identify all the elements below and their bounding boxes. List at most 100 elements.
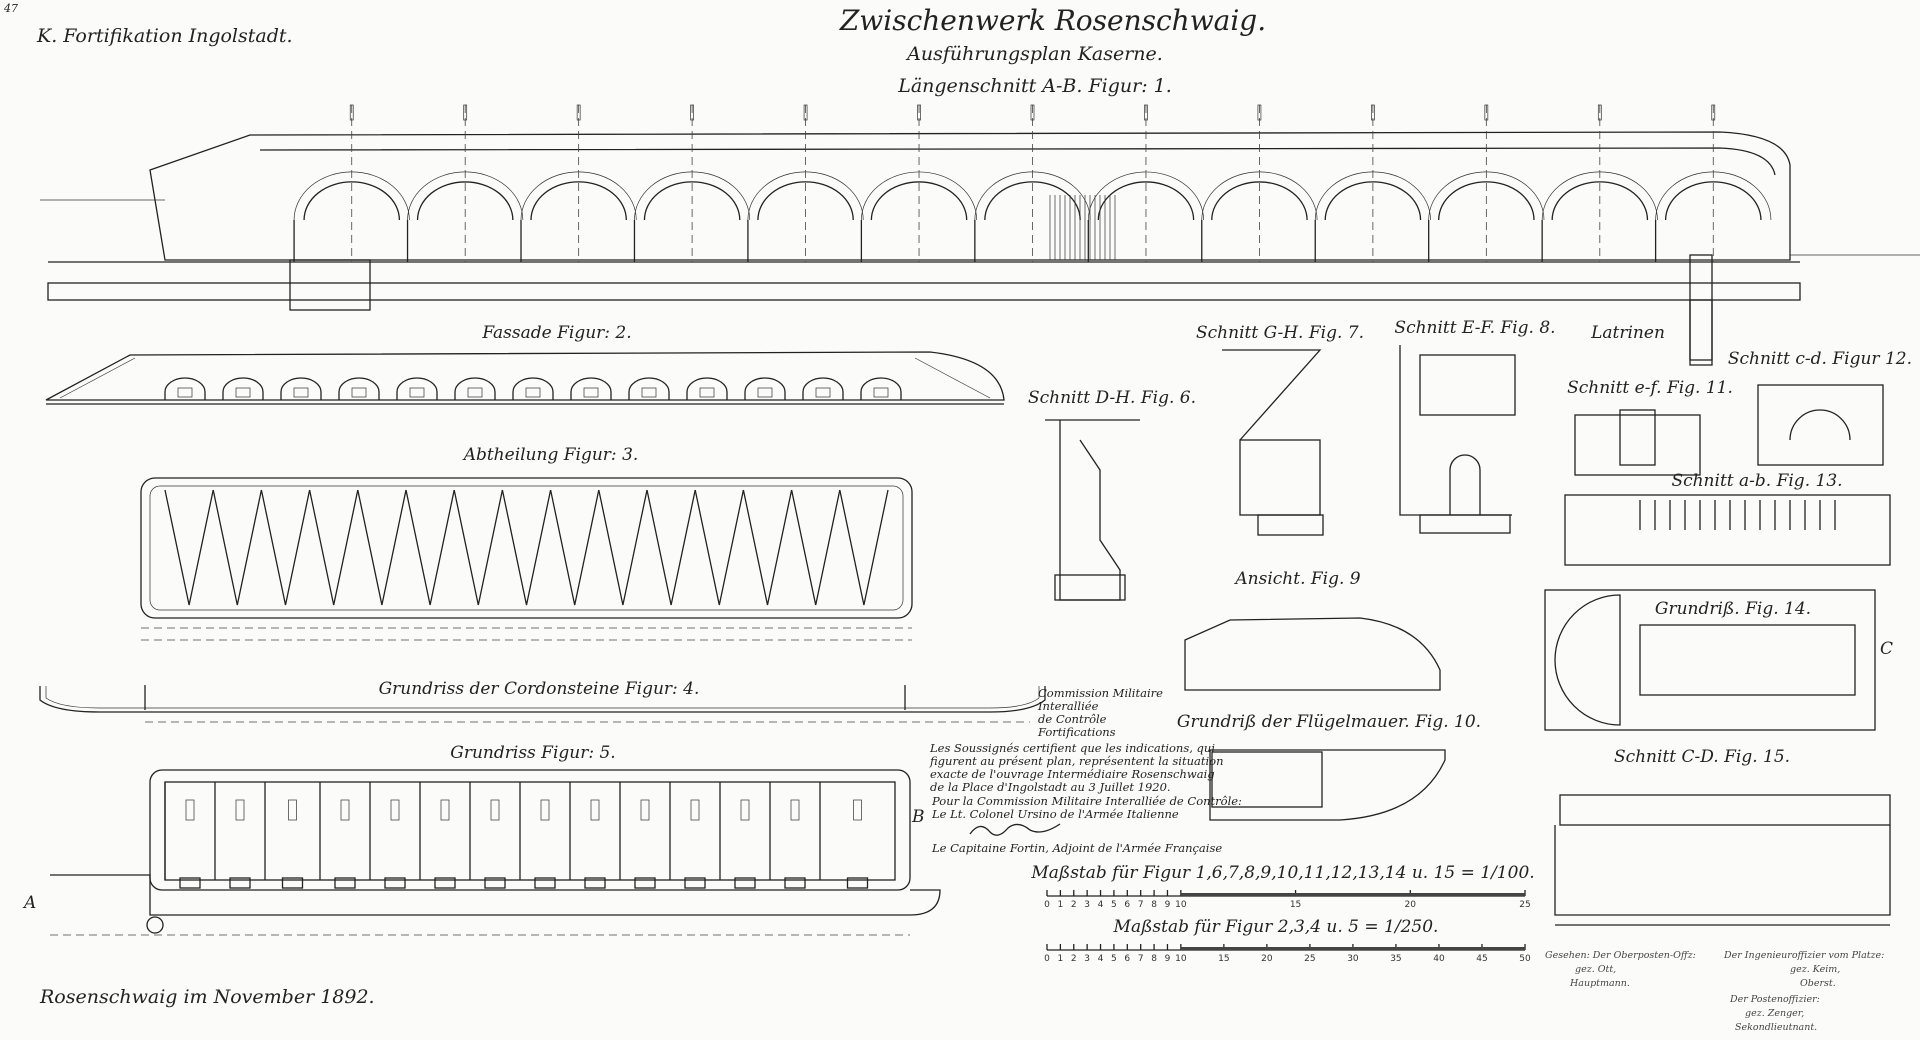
- room-door: [784, 877, 806, 889]
- scale2-label: Maßstab für Figur 2,3,4 u. 5 = 1/250.: [1113, 917, 1439, 937]
- fig4-cordon-stones-plan: [39, 685, 1046, 723]
- vault-arch: [416, 181, 514, 221]
- room-door: [229, 877, 251, 889]
- scale-tick-label: 9: [1165, 954, 1171, 964]
- facade-window: [873, 387, 889, 398]
- room-door: [534, 877, 556, 889]
- vault-triangle: [308, 489, 359, 606]
- scale-tick-label: 25: [1304, 954, 1315, 964]
- scale-tick-label: 2: [1071, 954, 1077, 964]
- page-number: 47: [3, 2, 18, 15]
- facade-window: [641, 387, 657, 398]
- scale-tick-label: 5: [1111, 954, 1117, 964]
- certification-note: Les Soussignés certifient que les indica…: [929, 741, 1242, 855]
- facade-window: [177, 387, 193, 398]
- compartment-outline: [140, 477, 913, 619]
- fig9-elevation: [1184, 617, 1441, 691]
- vent-pipe: [1144, 104, 1148, 121]
- earth-cover: [149, 131, 1791, 261]
- room-window: [340, 799, 350, 821]
- vent-pipe: [1711, 104, 1716, 121]
- place-date: Rosenschwaig im November 1892.: [39, 986, 375, 1008]
- vault-triangle: [260, 489, 311, 606]
- scale-tick-label: 20: [1405, 900, 1417, 910]
- scale-tick-label: 3: [1084, 900, 1090, 910]
- facade-arch: [396, 377, 438, 400]
- scale-tick-label: 40: [1433, 954, 1445, 964]
- facade-window: [757, 387, 773, 398]
- room-door: [484, 877, 506, 889]
- scale-tick-label: 25: [1519, 900, 1530, 910]
- fig7-footing: [1257, 514, 1324, 536]
- vault-arch: [643, 181, 741, 221]
- fig10-title: Grundriß der Flügelmauer. Fig. 10.: [1177, 712, 1481, 732]
- fig14-outline: [1544, 589, 1876, 731]
- steps: [914, 357, 991, 399]
- facade-arch: [222, 377, 264, 400]
- fig11-section: [1574, 414, 1701, 476]
- scale-tick-label: 4: [1098, 954, 1104, 964]
- fig9-title: Ansicht. Fig. 9: [1233, 569, 1360, 589]
- fig15-section: [1554, 825, 1891, 916]
- signature-line: Sekondlieutnant.: [1735, 1022, 1817, 1033]
- scale-tick-label: 5: [1111, 900, 1117, 910]
- facade-window: [467, 387, 483, 398]
- vault-triangle: [742, 489, 793, 606]
- fig8-footing: [1419, 514, 1511, 534]
- fig8-vault: [1419, 354, 1516, 416]
- certification-line: exacte de l'ouvrage Intermédiaire Rosens…: [930, 767, 1215, 781]
- cordon-outline: [39, 686, 1046, 713]
- vent-pipe: [349, 104, 354, 121]
- signature-line: Hauptmann.: [1569, 978, 1630, 989]
- facade-arch: [744, 377, 786, 400]
- room-door: [684, 877, 706, 889]
- vent-pipe: [463, 104, 468, 121]
- office-label: K. Fortifikation Ingolstadt.: [36, 25, 293, 47]
- fig2-title: Fassade Figur: 2.: [481, 323, 631, 343]
- plan-interior: [164, 781, 896, 881]
- room-door: [846, 877, 869, 889]
- vault-triangle: [646, 489, 696, 606]
- facade-arch: [628, 377, 670, 400]
- fig1-longitudinal-section: [40, 104, 1920, 366]
- scale-tick-label: 7: [1138, 954, 1144, 964]
- scale-tick-label: 10: [1175, 900, 1187, 910]
- facade-window: [293, 387, 309, 398]
- vent-pipe: [917, 104, 921, 121]
- room-window: [235, 799, 245, 821]
- scale-tick-label: 7: [1138, 900, 1144, 910]
- vault-arch: [1551, 181, 1649, 221]
- scale-tick-label: 0: [1044, 954, 1050, 964]
- facade-window: [409, 387, 425, 398]
- signature-line: Der Postenoffizier:: [1729, 994, 1820, 1005]
- cistern: [146, 916, 164, 934]
- vault-arch: [1438, 181, 1535, 221]
- vault-triangle: [694, 489, 745, 606]
- facade-window: [525, 387, 541, 398]
- plan-outer-wall: [149, 769, 911, 891]
- scale-tick-label: 30: [1347, 954, 1359, 964]
- vault-triangle: [357, 489, 407, 606]
- scale-tick-label: 35: [1390, 954, 1401, 964]
- fig6-footing: [1054, 574, 1126, 601]
- stamp-line: de Contrôle: [1038, 712, 1107, 726]
- fig14-apse: [1554, 594, 1621, 726]
- scale-tick-label: 20: [1261, 954, 1273, 964]
- certification-line: Le Lt. Colonel Ursino de l'Armée Italien…: [931, 807, 1179, 821]
- marker-b: B: [911, 807, 925, 827]
- vault-triangle: [212, 489, 263, 606]
- facade-window: [235, 387, 251, 398]
- vault-arch: [870, 181, 968, 221]
- room-window: [640, 799, 650, 821]
- signature-line: Der Ingenieuroffizier vom Platze:: [1723, 950, 1884, 961]
- facade-arch: [338, 377, 380, 400]
- cistern: [289, 259, 371, 311]
- room-window: [740, 799, 750, 821]
- vent-pipe: [1030, 104, 1035, 121]
- certification-line: figurent au présent plan, représentent l…: [929, 754, 1224, 768]
- commission-stamp: Commission Militaire Interalliée de Cont…: [1037, 686, 1163, 739]
- fig7-title: Schnitt G-H. Fig. 7.: [1196, 323, 1364, 343]
- compartment-inner: [149, 485, 904, 611]
